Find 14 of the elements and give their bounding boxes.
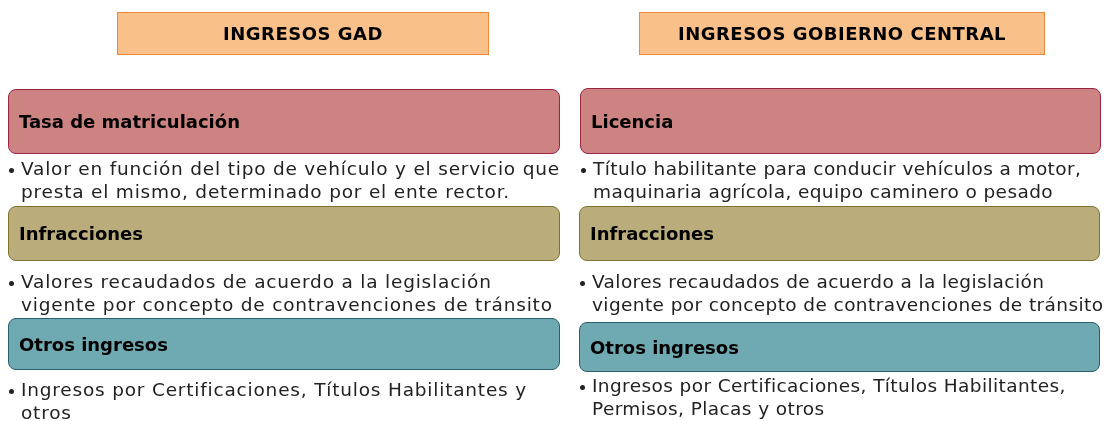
category-box: Infracciones: [579, 206, 1100, 261]
category-box: Otros ingresos: [8, 318, 560, 370]
bullet-text: Valor en función del tipo de vehículo y el servicio que presta el mismo, determinado por el ente rector.: [21, 157, 561, 203]
bullet-text: Valores recaudados de acuerdo a la legislación vigente por concepto de contravenciones de tránsito: [592, 270, 1105, 316]
bullet-text: Valores recaudados de acuerdo a la legislación vigente por concepto de contravenciones de tránsito: [21, 270, 554, 316]
header-box: INGRESOS GOBIERNO CENTRAL: [639, 12, 1045, 55]
category-box: Infracciones: [8, 206, 560, 261]
category-box: Licencia: [580, 88, 1101, 154]
category-box: Otros ingresos: [579, 322, 1100, 372]
header-box: INGRESOS GAD: [117, 12, 489, 55]
bullet-text: Título habilitante para conducir vehículos a motor, maquinaria agrícola, equipo caminero o pesado: [593, 157, 1083, 203]
category-box: Tasa de matriculación: [8, 89, 560, 154]
bullet-text: Ingresos por Certificaciones, Títulos Habilitantes y otros: [21, 378, 528, 421]
bullet-text: Ingresos por Certificaciones, Títulos Habilitantes, Permisos, Placas y otros: [592, 374, 1067, 420]
